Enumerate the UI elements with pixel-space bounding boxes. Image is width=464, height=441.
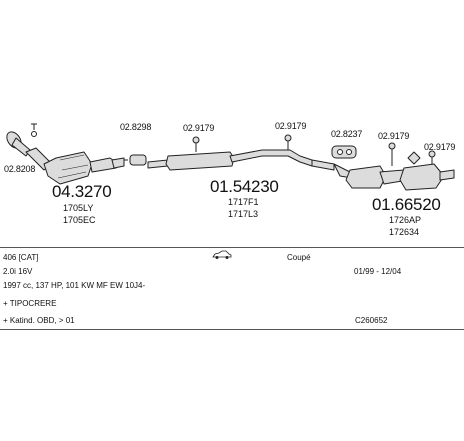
years-text: 01/99 - 12/04 (354, 267, 402, 276)
exhaust-drawing (6, 123, 455, 191)
hanger-02-8237-part (331, 145, 357, 159)
rear-silencer-part (333, 151, 455, 191)
part-number-01-66520[interactable]: 01.66520 (372, 195, 441, 214)
car-coupe-icon (212, 250, 232, 262)
model-text: 406 [CAT] (3, 253, 39, 262)
exhaust-diagram: 02.8208 02.8298 02.9179 02.9179 02.8237 … (4, 121, 456, 237)
catalytic-converter-part (25, 147, 125, 185)
table-top-divider (0, 247, 464, 248)
centre-silencer-part (147, 149, 335, 171)
specs-text: 1997 cc, 137 HP, 101 KW MF EW 10J4- (3, 281, 146, 290)
body-text: Coupé (287, 253, 311, 262)
part-number-02-8208[interactable]: 02.8208 (4, 164, 36, 174)
ref-1726ap: 1726AP (389, 215, 422, 225)
mount-02-9179-d-part (428, 150, 436, 164)
clamp-02-8298-part (124, 154, 147, 166)
line4-text: + TIPOCRERE (3, 299, 57, 308)
part-number-02-8298[interactable]: 02.8298 (120, 122, 152, 132)
catalyst-text: + Katind. OBD, > 01 (3, 316, 75, 325)
part-number-04-3270[interactable]: 04.3270 (52, 182, 112, 201)
code-text: C260652 (355, 316, 388, 325)
ref-1717l3: 1717L3 (228, 209, 259, 219)
mount-02-9179-c-part (388, 142, 396, 166)
ref-1717f1: 1717F1 (228, 197, 259, 207)
front-flange-part (6, 123, 37, 157)
part-number-02-9179-c[interactable]: 02.9179 (378, 131, 410, 141)
part-number-02-9179-b[interactable]: 02.9179 (275, 121, 307, 131)
mount-02-9179-a-part (192, 136, 200, 152)
engine-text: 2.0i 16V (3, 267, 33, 276)
part-number-02-8237[interactable]: 02.8237 (331, 129, 363, 139)
part-number-02-9179-d[interactable]: 02.9179 (424, 142, 456, 152)
part-number-02-9179-a[interactable]: 02.9179 (183, 123, 215, 133)
ref-1705ly: 1705LY (63, 203, 94, 213)
ref-1705ec: 1705EC (63, 215, 96, 225)
part-number-01-54230[interactable]: 01.54230 (210, 177, 279, 196)
ref-172634: 172634 (389, 227, 420, 237)
mount-02-9179-b-part (284, 134, 292, 150)
table-bottom-divider (0, 329, 464, 330)
